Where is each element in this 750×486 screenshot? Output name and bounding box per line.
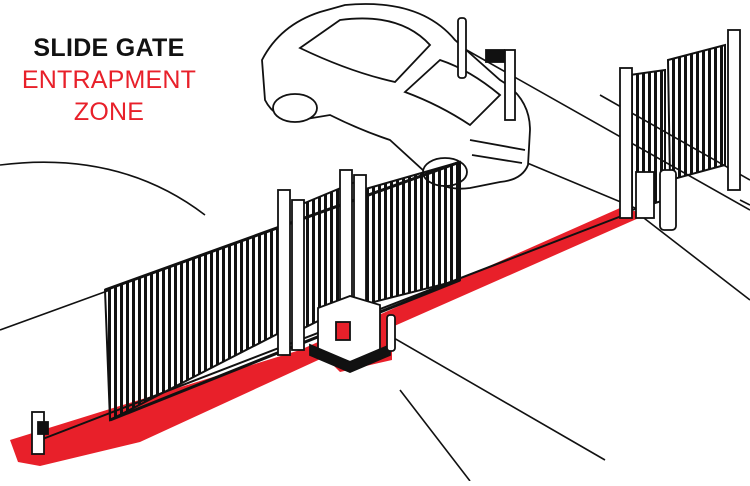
- entrapment-zone-main: [10, 208, 648, 466]
- photo-eye-icon: [485, 49, 505, 63]
- car-windshield: [298, 17, 432, 83]
- swing-gate-post-right: [727, 29, 741, 191]
- operator-base: [309, 343, 391, 373]
- bollards-back: [457, 17, 516, 121]
- sidewalk-line: [0, 289, 111, 331]
- car-grille: [469, 139, 526, 164]
- curb-curve-line: [0, 161, 206, 216]
- gate-post-2: [291, 199, 305, 351]
- photo-eye-post: [504, 49, 516, 121]
- swing-gate-operator: [635, 171, 655, 219]
- title-block: SLIDE GATE ENTRAPMENT ZONE: [6, 32, 212, 128]
- far-right-line: [739, 199, 750, 206]
- gate-operator-icon: [309, 295, 396, 373]
- swing-gate-icon: [619, 29, 741, 231]
- photo-eye-left-sensor: [37, 421, 49, 435]
- title-entrapment-zone: ENTRAPMENT ZONE: [21, 66, 197, 126]
- driveway-edge-front: [379, 329, 606, 461]
- car-wheel-rear: [272, 93, 318, 123]
- road-edge-line: [439, 34, 750, 211]
- driveway-edge-right: [639, 214, 750, 301]
- operator-panel: [335, 321, 351, 341]
- photo-eye-left: [31, 411, 49, 455]
- car-hood-window: [403, 58, 502, 127]
- operator-bollard: [386, 314, 396, 352]
- bollard-icon: [457, 17, 467, 79]
- gate-post-1: [277, 189, 291, 356]
- car-icon: [261, 3, 531, 190]
- bollard-front-right: [659, 169, 677, 231]
- swing-gate-panel-right: [666, 43, 726, 182]
- title-slide-gate: SLIDE GATE: [33, 34, 185, 62]
- swing-gate-post-left: [619, 67, 633, 219]
- driveway-edge-left: [399, 389, 471, 482]
- gate-posts: [277, 169, 367, 356]
- gate-panel-right: [361, 160, 461, 307]
